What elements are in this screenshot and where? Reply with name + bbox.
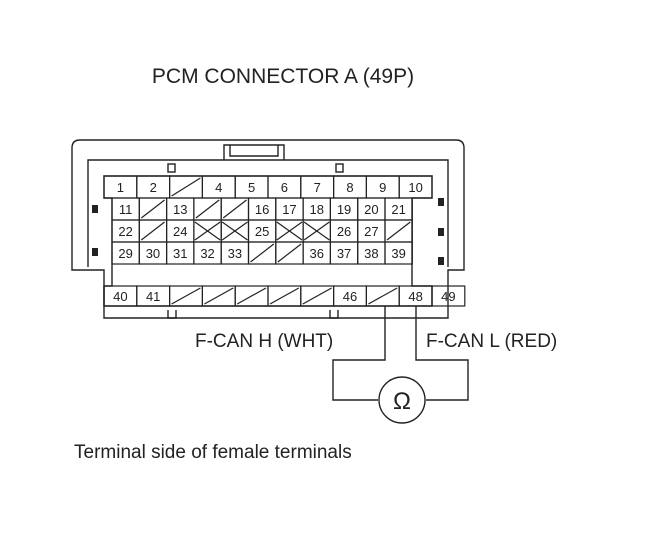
pin-number: 33 — [228, 246, 242, 261]
pin-number: 41 — [146, 289, 160, 304]
pin-number: 21 — [391, 202, 405, 217]
lock-mark — [92, 205, 98, 213]
empty-pin-slash — [140, 221, 165, 241]
diagram-title: PCM CONNECTOR A (49P) — [152, 65, 414, 88]
empty-pin-slash — [171, 287, 201, 305]
empty-pin-cross — [194, 221, 221, 241]
empty-pin-cross — [303, 221, 330, 241]
pin-number: 18 — [310, 202, 324, 217]
pin-number: 20 — [364, 202, 378, 217]
empty-pin-slash — [195, 199, 220, 219]
pin-number: 36 — [310, 246, 324, 261]
ohm-icon: Ω — [393, 388, 411, 415]
pin-number: 25 — [255, 224, 269, 239]
pin-number: 17 — [282, 202, 296, 217]
connector-housing-inner — [87, 159, 449, 267]
empty-pin-slash — [171, 177, 201, 197]
lock-mark — [438, 228, 444, 236]
pin-number: 22 — [118, 224, 132, 239]
wire-f-can-l — [415, 306, 469, 401]
empty-pin-slash — [386, 221, 411, 241]
pin-number: 24 — [173, 224, 187, 239]
empty-pin-slash — [302, 287, 332, 305]
pin-number: 1 — [117, 180, 124, 195]
pin-number: 26 — [337, 224, 351, 239]
pin-number: 40 — [113, 289, 127, 304]
meter-wiring — [332, 306, 469, 424]
pin-number: 19 — [337, 202, 351, 217]
empty-pin-slash — [204, 287, 234, 305]
pin-cell — [398, 175, 433, 199]
empty-pin-cross — [276, 221, 303, 241]
empty-pin-slash — [277, 243, 302, 263]
connector-housing-outline — [71, 139, 465, 319]
pin-number: 11 — [119, 202, 133, 217]
pin-number: 38 — [364, 246, 378, 261]
pin-number: 48 — [408, 289, 422, 304]
empty-pin-cross — [221, 221, 248, 241]
pin-number: 39 — [391, 246, 405, 261]
pin-grid-spacer — [112, 264, 412, 286]
pin-number: 2 — [150, 180, 157, 195]
lock-mark — [92, 248, 98, 256]
pin-number: 46 — [343, 289, 357, 304]
pin-number: 30 — [146, 246, 160, 261]
wire-label-f-can-h: F-CAN H (WHT) — [195, 331, 333, 352]
pin-number: 13 — [173, 202, 187, 217]
wire-f-can-h — [332, 306, 386, 401]
pin-number: 27 — [364, 224, 378, 239]
pin-number: 31 — [173, 246, 187, 261]
pin-number: 8 — [346, 180, 353, 195]
empty-pin-slash — [140, 199, 165, 219]
pin-number: 10 — [408, 180, 422, 195]
lock-mark — [438, 198, 444, 206]
empty-pin-slash — [368, 287, 398, 305]
pin-number: 37 — [337, 246, 351, 261]
pin-number: 9 — [379, 180, 386, 195]
pin-number: 7 — [314, 180, 321, 195]
connector-latch — [223, 144, 285, 160]
empty-pin-slash — [269, 287, 300, 305]
wire-label-f-can-l: F-CAN L (RED) — [426, 331, 557, 352]
pin-number: 29 — [118, 246, 132, 261]
pin-number: 5 — [248, 180, 255, 195]
pin-number: 16 — [255, 202, 269, 217]
pin-number: 32 — [200, 246, 214, 261]
lock-mark — [438, 257, 444, 265]
diagram-caption: Terminal side of female terminals — [74, 442, 352, 463]
empty-pin-slash — [222, 199, 247, 219]
ohmmeter — [378, 376, 426, 424]
pin-cell — [384, 241, 413, 265]
pin-number: 49 — [441, 289, 455, 304]
empty-pin-slash — [250, 243, 275, 263]
empty-pin-slash — [236, 287, 267, 305]
pin-number: 6 — [281, 180, 288, 195]
pin-cell — [431, 285, 466, 307]
pin-number: 4 — [215, 180, 222, 195]
